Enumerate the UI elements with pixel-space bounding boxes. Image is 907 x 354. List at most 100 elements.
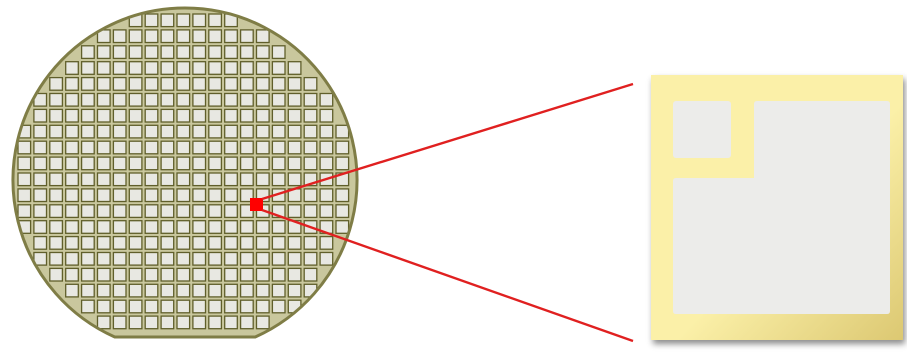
wafer-die-cell: [50, 189, 63, 202]
wafer-die-cell: [304, 109, 317, 122]
wafer-die-cell: [241, 284, 254, 297]
wafer-die-cell: [209, 237, 222, 250]
wafer-die-cell: [18, 173, 31, 186]
wafer-die-cell: [177, 30, 190, 43]
wafer-die-cell: [82, 46, 95, 59]
wafer-die-cell: [225, 125, 238, 138]
wafer-die-cell: [209, 268, 222, 281]
wafer-die-cell: [241, 300, 254, 313]
wafer-die-cell: [145, 78, 158, 91]
wafer-die-cell: [272, 173, 285, 186]
wafer-die-cell: [257, 30, 270, 43]
wafer-die-cell: [193, 157, 206, 170]
wafer-die-cell: [288, 78, 301, 91]
wafer-die-cell: [82, 62, 95, 75]
wafer-die-cell: [177, 173, 190, 186]
wafer-die-cell: [18, 157, 31, 170]
wafer-die-cell: [257, 253, 270, 266]
wafer-die-cell: [145, 316, 158, 329]
wafer-die-cell: [272, 237, 285, 250]
wafer-die-cell: [66, 125, 79, 138]
wafer-die-cell: [241, 237, 254, 250]
wafer-die-cell: [50, 237, 63, 250]
wafer-die-cell: [82, 94, 95, 107]
small-pad: [673, 101, 731, 158]
wafer-die-cell: [66, 253, 79, 266]
wafer-die-cell: [98, 221, 111, 234]
wafer-die-cell: [113, 46, 126, 59]
wafer-die-cell: [145, 205, 158, 218]
wafer-die-cell: [225, 62, 238, 75]
wafer-die-cell: [257, 46, 270, 59]
wafer-die-cell: [320, 237, 333, 250]
wafer-die-cell: [82, 205, 95, 218]
wafer-die-cell: [145, 268, 158, 281]
wafer-die-cell: [66, 78, 79, 91]
wafer-die-cell: [66, 109, 79, 122]
wafer-die-cell: [257, 268, 270, 281]
wafer-die-cell: [304, 125, 317, 138]
wafer-die-cell: [98, 189, 111, 202]
wafer-die-cell: [177, 125, 190, 138]
wafer-die-cell: [82, 300, 95, 313]
wafer-die-cell: [288, 173, 301, 186]
wafer-die-cell: [225, 141, 238, 154]
wafer-die-cell: [209, 173, 222, 186]
wafer-die-cell: [82, 173, 95, 186]
wafer-die-cell: [193, 316, 206, 329]
wafer-die-cell: [241, 30, 254, 43]
wafer-die-cell: [320, 141, 333, 154]
wafer-die-cell: [272, 109, 285, 122]
wafer-die-cell: [82, 221, 95, 234]
wafer-die-cell: [225, 316, 238, 329]
wafer-die-cell: [193, 189, 206, 202]
wafer-die-cell: [129, 62, 142, 75]
wafer-die-cell: [66, 237, 79, 250]
wafer-die-cell: [66, 189, 79, 202]
wafer-die-cell: [225, 109, 238, 122]
wafer-die-cell: [225, 46, 238, 59]
wafer-die-cell: [177, 300, 190, 313]
wafer-die-cell: [257, 141, 270, 154]
wafer-die-cell: [336, 141, 349, 154]
wafer-die-cell: [257, 109, 270, 122]
wafer-die-cell: [98, 316, 111, 329]
wafer-die-cell: [177, 284, 190, 297]
wafer-die-cell: [113, 221, 126, 234]
wafer-die-cell: [129, 78, 142, 91]
wafer-die-cell: [193, 237, 206, 250]
wafer-die-cell: [161, 94, 174, 107]
wafer-die-cell: [193, 30, 206, 43]
wafer-die-cell: [50, 268, 63, 281]
wafer-die-cell: [209, 30, 222, 43]
wafer-die-cell: [225, 30, 238, 43]
wafer-die-cell: [257, 284, 270, 297]
wafer-die-cell: [129, 284, 142, 297]
wafer-die-cell: [82, 125, 95, 138]
wafer-die-cell: [193, 109, 206, 122]
wafer-die-cell: [34, 109, 47, 122]
wafer-die-cell: [66, 141, 79, 154]
wafer-die-cell: [113, 109, 126, 122]
wafer-die-cell: [320, 189, 333, 202]
wafer-die-cell: [272, 94, 285, 107]
wafer-die-cell: [113, 284, 126, 297]
wafer-die-cell: [34, 157, 47, 170]
wafer-die-cell: [272, 157, 285, 170]
wafer-die-cell: [113, 62, 126, 75]
wafer-die-cell: [272, 268, 285, 281]
wafer-die-cell: [336, 157, 349, 170]
wafer-die-cell: [320, 125, 333, 138]
wafer-die-cell: [209, 125, 222, 138]
wafer-die-cell: [304, 94, 317, 107]
wafer-die-cell: [209, 14, 222, 27]
wafer-die-cell: [304, 189, 317, 202]
wafer-die-cell: [161, 316, 174, 329]
wafer-die-cell: [113, 316, 126, 329]
wafer-die-cell: [98, 157, 111, 170]
wafer-die-cell: [98, 62, 111, 75]
wafer-die-cell: [113, 125, 126, 138]
wafer-die-cell: [161, 62, 174, 75]
wafer-die-cell: [209, 221, 222, 234]
wafer-die-cell: [145, 237, 158, 250]
